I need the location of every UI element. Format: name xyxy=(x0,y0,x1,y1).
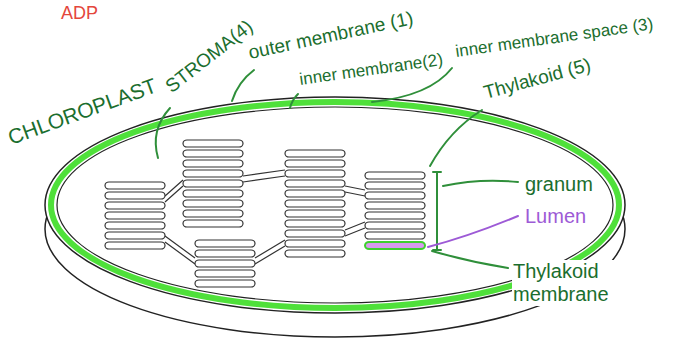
thylakoid-disc xyxy=(195,280,255,287)
thylakoid-disc xyxy=(183,190,243,197)
thylakoid-disc xyxy=(105,232,165,239)
lamella-line xyxy=(165,236,195,264)
thylakoid-disc xyxy=(105,192,165,199)
thylakoid-disc xyxy=(195,250,255,257)
lamella-line xyxy=(345,186,365,196)
thylakoid-disc xyxy=(105,202,165,209)
thylakoid-disc xyxy=(365,222,425,229)
lumen-leader xyxy=(428,216,518,247)
thylakoid-disc xyxy=(105,242,165,249)
thylakoid-disc xyxy=(183,170,243,177)
thylakoid-disc xyxy=(285,220,345,227)
thylakoid-disc xyxy=(285,180,345,187)
leader-line xyxy=(156,108,170,158)
thylakoid-disc xyxy=(285,250,345,257)
thylakoid-disc xyxy=(365,232,425,239)
part-label: Thylakoid (5) xyxy=(480,54,594,104)
corner-note: ADP xyxy=(60,3,99,24)
thylakoid-disc xyxy=(285,200,345,207)
thylakoid-disc xyxy=(285,150,345,157)
thylakoid-disc xyxy=(365,202,425,209)
thylakoid-disc xyxy=(183,210,243,217)
part-label: Lumen xyxy=(524,205,587,228)
part-label: granum xyxy=(524,173,594,196)
thylakoid-disc xyxy=(285,160,345,167)
thylakoid-disc xyxy=(195,260,255,267)
lamella-line xyxy=(345,222,365,236)
granum-bracket xyxy=(433,172,441,250)
thylakoid-disc xyxy=(195,270,255,277)
thylakoid-disc xyxy=(105,222,165,229)
leader-line xyxy=(232,70,254,101)
part-label: STROMA(4) xyxy=(161,15,258,98)
lamella-line xyxy=(255,240,285,264)
thylakoid-disc xyxy=(195,240,255,247)
thylakoid-disc xyxy=(365,192,425,199)
thylakoid-disc xyxy=(105,182,165,189)
thylakoid-disc xyxy=(285,170,345,177)
leader-line xyxy=(443,181,518,186)
grana-stacks xyxy=(105,140,425,287)
leader-lines xyxy=(156,68,518,268)
thylakoid-disc xyxy=(183,180,243,187)
lumen-disc xyxy=(365,242,425,249)
thylakoid-disc xyxy=(365,212,425,219)
thylakoid-disc xyxy=(365,182,425,189)
thylakoid-disc xyxy=(285,210,345,217)
thylakoid-disc xyxy=(285,190,345,197)
leader-line xyxy=(432,251,508,268)
thylakoid-disc xyxy=(183,150,243,157)
lamella-line xyxy=(165,180,183,202)
part-label: inner membrane(2) xyxy=(297,50,445,90)
thylakoid-disc xyxy=(365,172,425,179)
leader-line xyxy=(290,94,298,108)
thylakoid-disc xyxy=(183,200,243,207)
lamella-line xyxy=(243,170,285,182)
part-label: inner membrane space (3) xyxy=(453,14,655,61)
part-label: Thylakoid membrane xyxy=(512,260,654,306)
thylakoid-disc xyxy=(285,240,345,247)
thylakoid-disc xyxy=(183,140,243,147)
part-label: outer membrane (1) xyxy=(245,7,416,64)
stroma-lamellae xyxy=(165,170,365,264)
thylakoid-disc xyxy=(183,160,243,167)
thylakoid-disc xyxy=(183,220,243,227)
leader-line xyxy=(430,110,482,166)
thylakoid-disc xyxy=(105,212,165,219)
thylakoid-disc xyxy=(285,230,345,237)
